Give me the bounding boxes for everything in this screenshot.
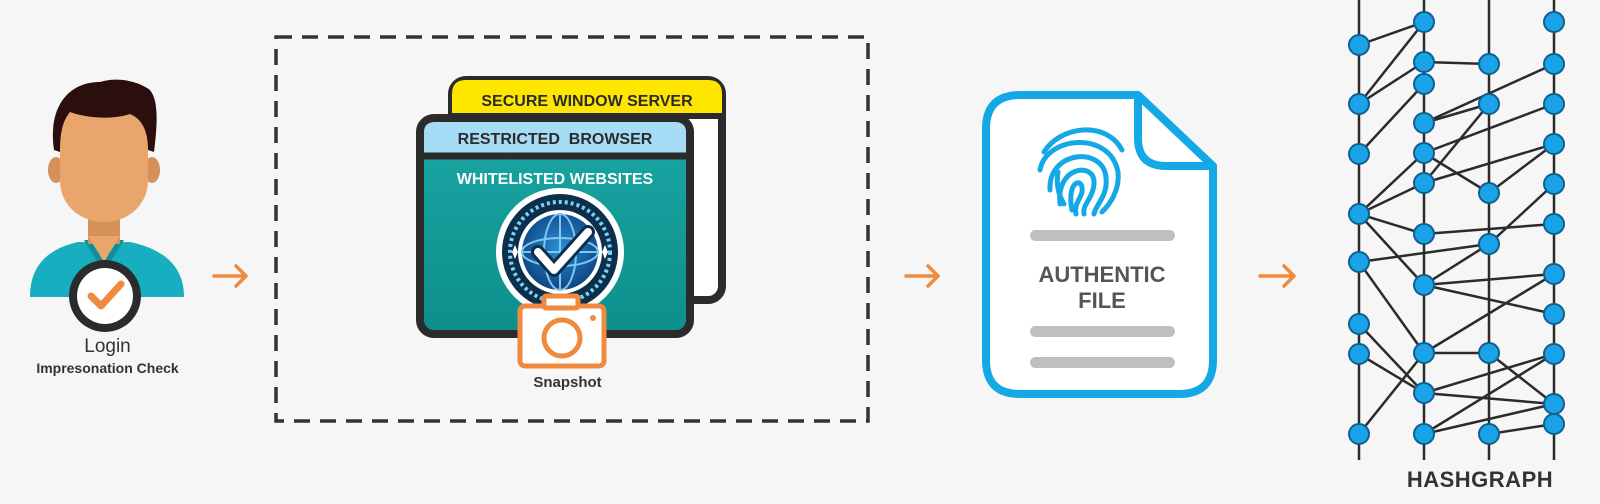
arrow-icon: [212, 264, 248, 288]
globe-check-icon: [496, 188, 624, 316]
websites-title: WHITELISTED WEBSITES: [457, 171, 654, 188]
hashgraph-graphic: [1357, 0, 1556, 460]
authentic-file-icon: AUTHENTIC FILE: [982, 91, 1217, 398]
arrow-icon: [1258, 264, 1296, 288]
hashgraph-nodes: [1348, 11, 1565, 445]
impersonation-check-label: Impresonation Check: [36, 360, 179, 376]
secure-zone-border: [274, 35, 870, 423]
browser-title: RESTRICTED BROWSER: [458, 131, 653, 148]
server-title: SECURE WINDOW SERVER: [481, 93, 693, 110]
arrow-icon: [904, 264, 940, 288]
file-title-line1: AUTHENTIC: [1038, 262, 1165, 287]
check-mark-icon: [87, 280, 125, 310]
snapshot-label: Snapshot: [533, 374, 602, 391]
fingerprint-icon: [1037, 127, 1125, 217]
login-label: Login: [84, 336, 131, 357]
file-title-line2: FILE: [1078, 288, 1126, 313]
hashgraph-label: HASHGRAPH: [1406, 467, 1554, 492]
restricted-browser: RESTRICTED BROWSER WHITELISTED WEBSITES: [416, 114, 694, 338]
camera-icon: [517, 293, 607, 369]
user-check-icon: [30, 79, 184, 332]
